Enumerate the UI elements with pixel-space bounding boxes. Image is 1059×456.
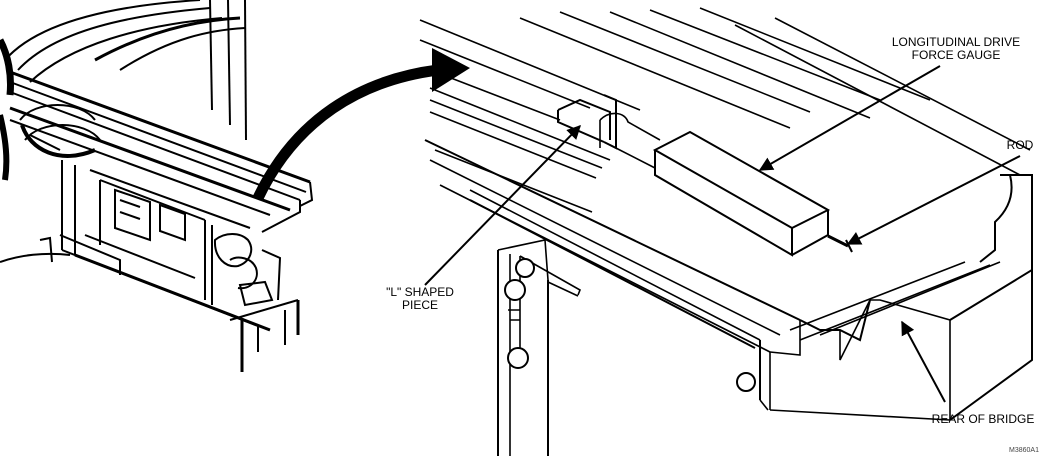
machine-overview-drawing [0,0,314,372]
leader-rod [846,155,1021,245]
longitudinal-label-line2: FORCE GAUGE [911,48,1001,62]
rear-of-bridge-label: REAR OF BRIDGE [931,412,1035,426]
leader-longitudinal [758,65,941,171]
figure-code-label: M3860A1 [1009,447,1039,454]
l-shaped-label-line2: PIECE [401,298,438,312]
l-shaped-piece-label: "L" SHAPED PIECE [367,286,473,312]
detail-callout-arrow [253,48,470,201]
leader-lines [424,65,1021,403]
leader-l-shaped [424,124,581,286]
longitudinal-drive-force-gauge-label: LONGITUDINAL DRIVE FORCE GAUGE [868,36,1044,62]
longitudinal-label-line1: LONGITUDINAL DRIVE [891,35,1021,49]
rod-label: ROD [1006,138,1034,152]
l-shaped-label-line1: "L" SHAPED [386,285,454,299]
bridge-detail-drawing [419,7,1033,456]
leader-rear-of-bridge [901,320,946,403]
